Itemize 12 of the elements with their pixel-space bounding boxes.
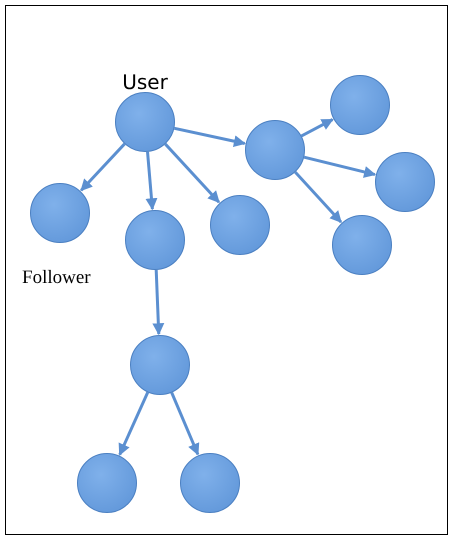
arrow <box>146 152 158 210</box>
node-caption: Follower <box>22 267 91 289</box>
arrow <box>174 126 246 148</box>
node-label: User <box>122 70 168 94</box>
arrow <box>80 142 126 192</box>
arrow <box>300 118 334 138</box>
arrow <box>164 143 220 204</box>
arrow <box>304 156 376 178</box>
arrow <box>170 392 200 456</box>
arrow <box>294 171 342 224</box>
arrow <box>152 270 164 336</box>
arrow <box>118 392 150 456</box>
